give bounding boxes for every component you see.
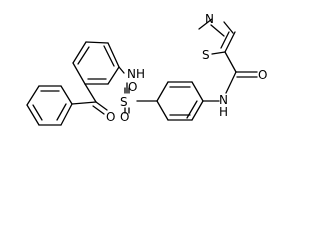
- bond-carbonyl-n: [225, 71, 237, 94]
- bond-anil-6: [107, 66, 120, 85]
- atom-sulfonyl-o-top: O: [128, 80, 137, 94]
- atom-amide-o: O: [258, 68, 267, 82]
- bond-ph-4: [26, 104, 40, 126]
- bond-ketone-o: [95, 101, 108, 111]
- bond-anil-3: [72, 41, 87, 64]
- bond-thiazole-s-c5: [211, 51, 226, 55]
- bond-anil-1-double: [103, 45, 115, 67]
- atom-sulfonamide-nh: NH: [127, 67, 145, 81]
- bond-thiazole-n-c2: [210, 24, 225, 37]
- bond-ring-r4: [156, 100, 169, 121]
- atom-thiazole-n: N: [205, 12, 214, 26]
- bond-ring-ketone: [84, 83, 97, 103]
- atom-labels: N S O N H S O O NH O: [106, 12, 267, 124]
- bond-ph-4-double: [32, 104, 43, 121]
- bond-ph-1: [60, 85, 73, 105]
- bond-c5-carbonyl: [224, 51, 237, 73]
- bond-ring-r6-double: [186, 100, 198, 119]
- atom-thiazole-s: S: [202, 48, 210, 62]
- bond-ring-r1: [191, 81, 204, 102]
- bond-anil-3-double: [77, 46, 90, 65]
- bond-ketone-o-double: [92, 105, 105, 115]
- bond-thiazole-c4-c5: [224, 31, 236, 53]
- chemical-structure: N S O N H S O O NH O: [26, 12, 267, 126]
- bond-ph-6-double: [56, 103, 67, 121]
- atom-amide-h: H: [219, 105, 228, 119]
- atom-ketone-o: O: [106, 110, 115, 124]
- bond-ring-r6: [191, 100, 204, 121]
- bond-thiazole-c2-s: [198, 18, 213, 30]
- bond-thiazole-n-c4: [223, 21, 234, 34]
- bond-ketone-phenyl: [71, 101, 97, 105]
- bond-anil-1: [107, 42, 120, 68]
- bond-ph-6: [60, 103, 73, 126]
- atom-sulfonyl-s: S: [120, 95, 128, 109]
- bond-ring-r3: [156, 81, 169, 102]
- atom-sulfonyl-o-bottom: O: [120, 110, 129, 124]
- bond-ph-3: [26, 85, 40, 106]
- bond-anil-2: [85, 41, 109, 44]
- bond-anil-4: [72, 62, 86, 85]
- bond-nh-ring: [118, 66, 125, 74]
- bonds: [26, 18, 258, 126]
- atom-amide-n: N: [219, 93, 228, 107]
- bond-thiazole-c4-c5-double: [220, 31, 230, 49]
